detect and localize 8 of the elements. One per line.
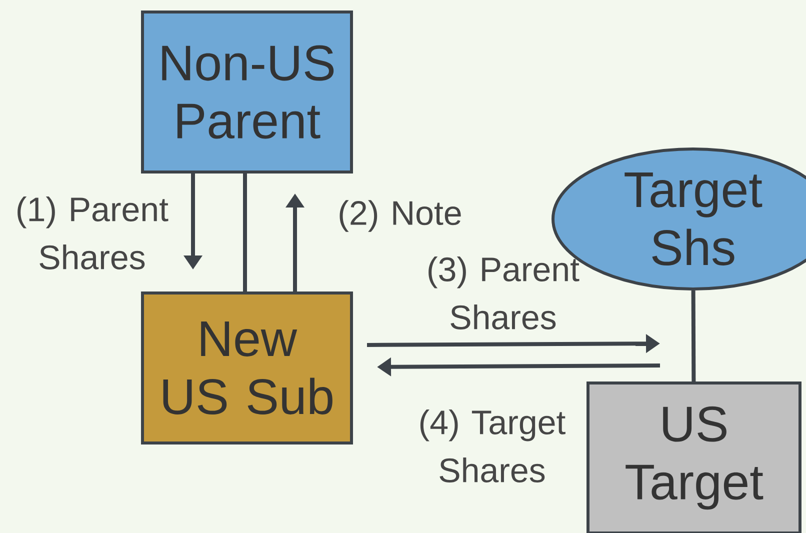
connector-line: [691, 290, 696, 382]
entity-box: New US Sub: [141, 292, 353, 444]
edge-label: (4) Target Shares: [420, 410, 566, 482]
connector-line: [243, 174, 247, 292]
edge-label: (2) Note: [340, 200, 461, 232]
entity-box: US Target: [586, 382, 802, 533]
entity-box: Non-US Parent: [141, 10, 353, 174]
edge-label: (1) Parent Shares: [18, 196, 168, 270]
